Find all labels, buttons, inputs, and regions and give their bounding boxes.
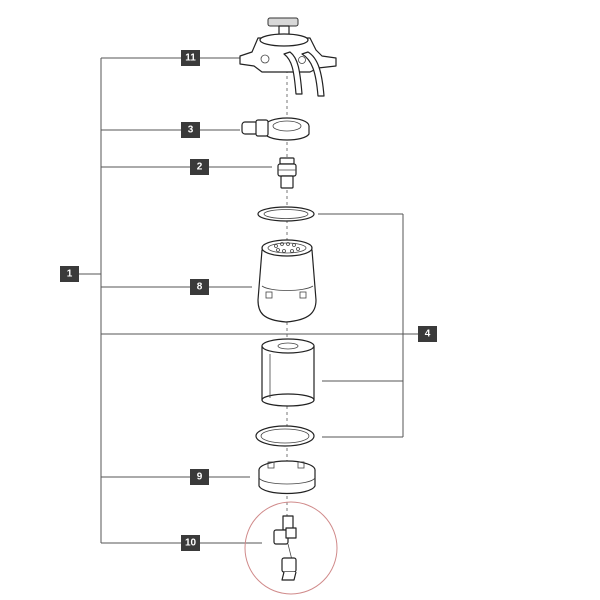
svg-text:4: 4 — [425, 329, 431, 340]
svg-text:8: 8 — [197, 282, 203, 293]
lower-o-ring-part — [255, 425, 315, 447]
bottom-cap-part — [258, 460, 316, 495]
callout-2: 2 — [190, 159, 209, 175]
leader-lines — [79, 57, 418, 544]
filter-element-part — [261, 338, 315, 407]
callout-4: 4 — [418, 326, 437, 342]
callout-9: 9 — [190, 469, 209, 485]
connector-nipple-part — [277, 157, 297, 189]
svg-text:2: 2 — [197, 162, 203, 173]
svg-text:1: 1 — [67, 269, 73, 280]
filter-bowl-part — [257, 239, 317, 323]
filter-head-part — [239, 17, 337, 97]
svg-text:11: 11 — [185, 53, 196, 64]
callout-11: 11 — [181, 50, 200, 66]
svg-text:9: 9 — [197, 472, 203, 483]
callout-10: 10 — [181, 535, 200, 551]
filter-cap-ring-part — [241, 117, 310, 141]
svg-text:10: 10 — [185, 538, 197, 549]
upper-o-ring-part — [257, 206, 315, 222]
callout-3: 3 — [181, 122, 200, 138]
svg-text:3: 3 — [188, 125, 194, 136]
drain-sensor-part — [244, 501, 338, 595]
callout-8: 8 — [190, 279, 209, 295]
highlight-circle — [244, 501, 338, 595]
callout-1: 1 — [60, 266, 79, 282]
